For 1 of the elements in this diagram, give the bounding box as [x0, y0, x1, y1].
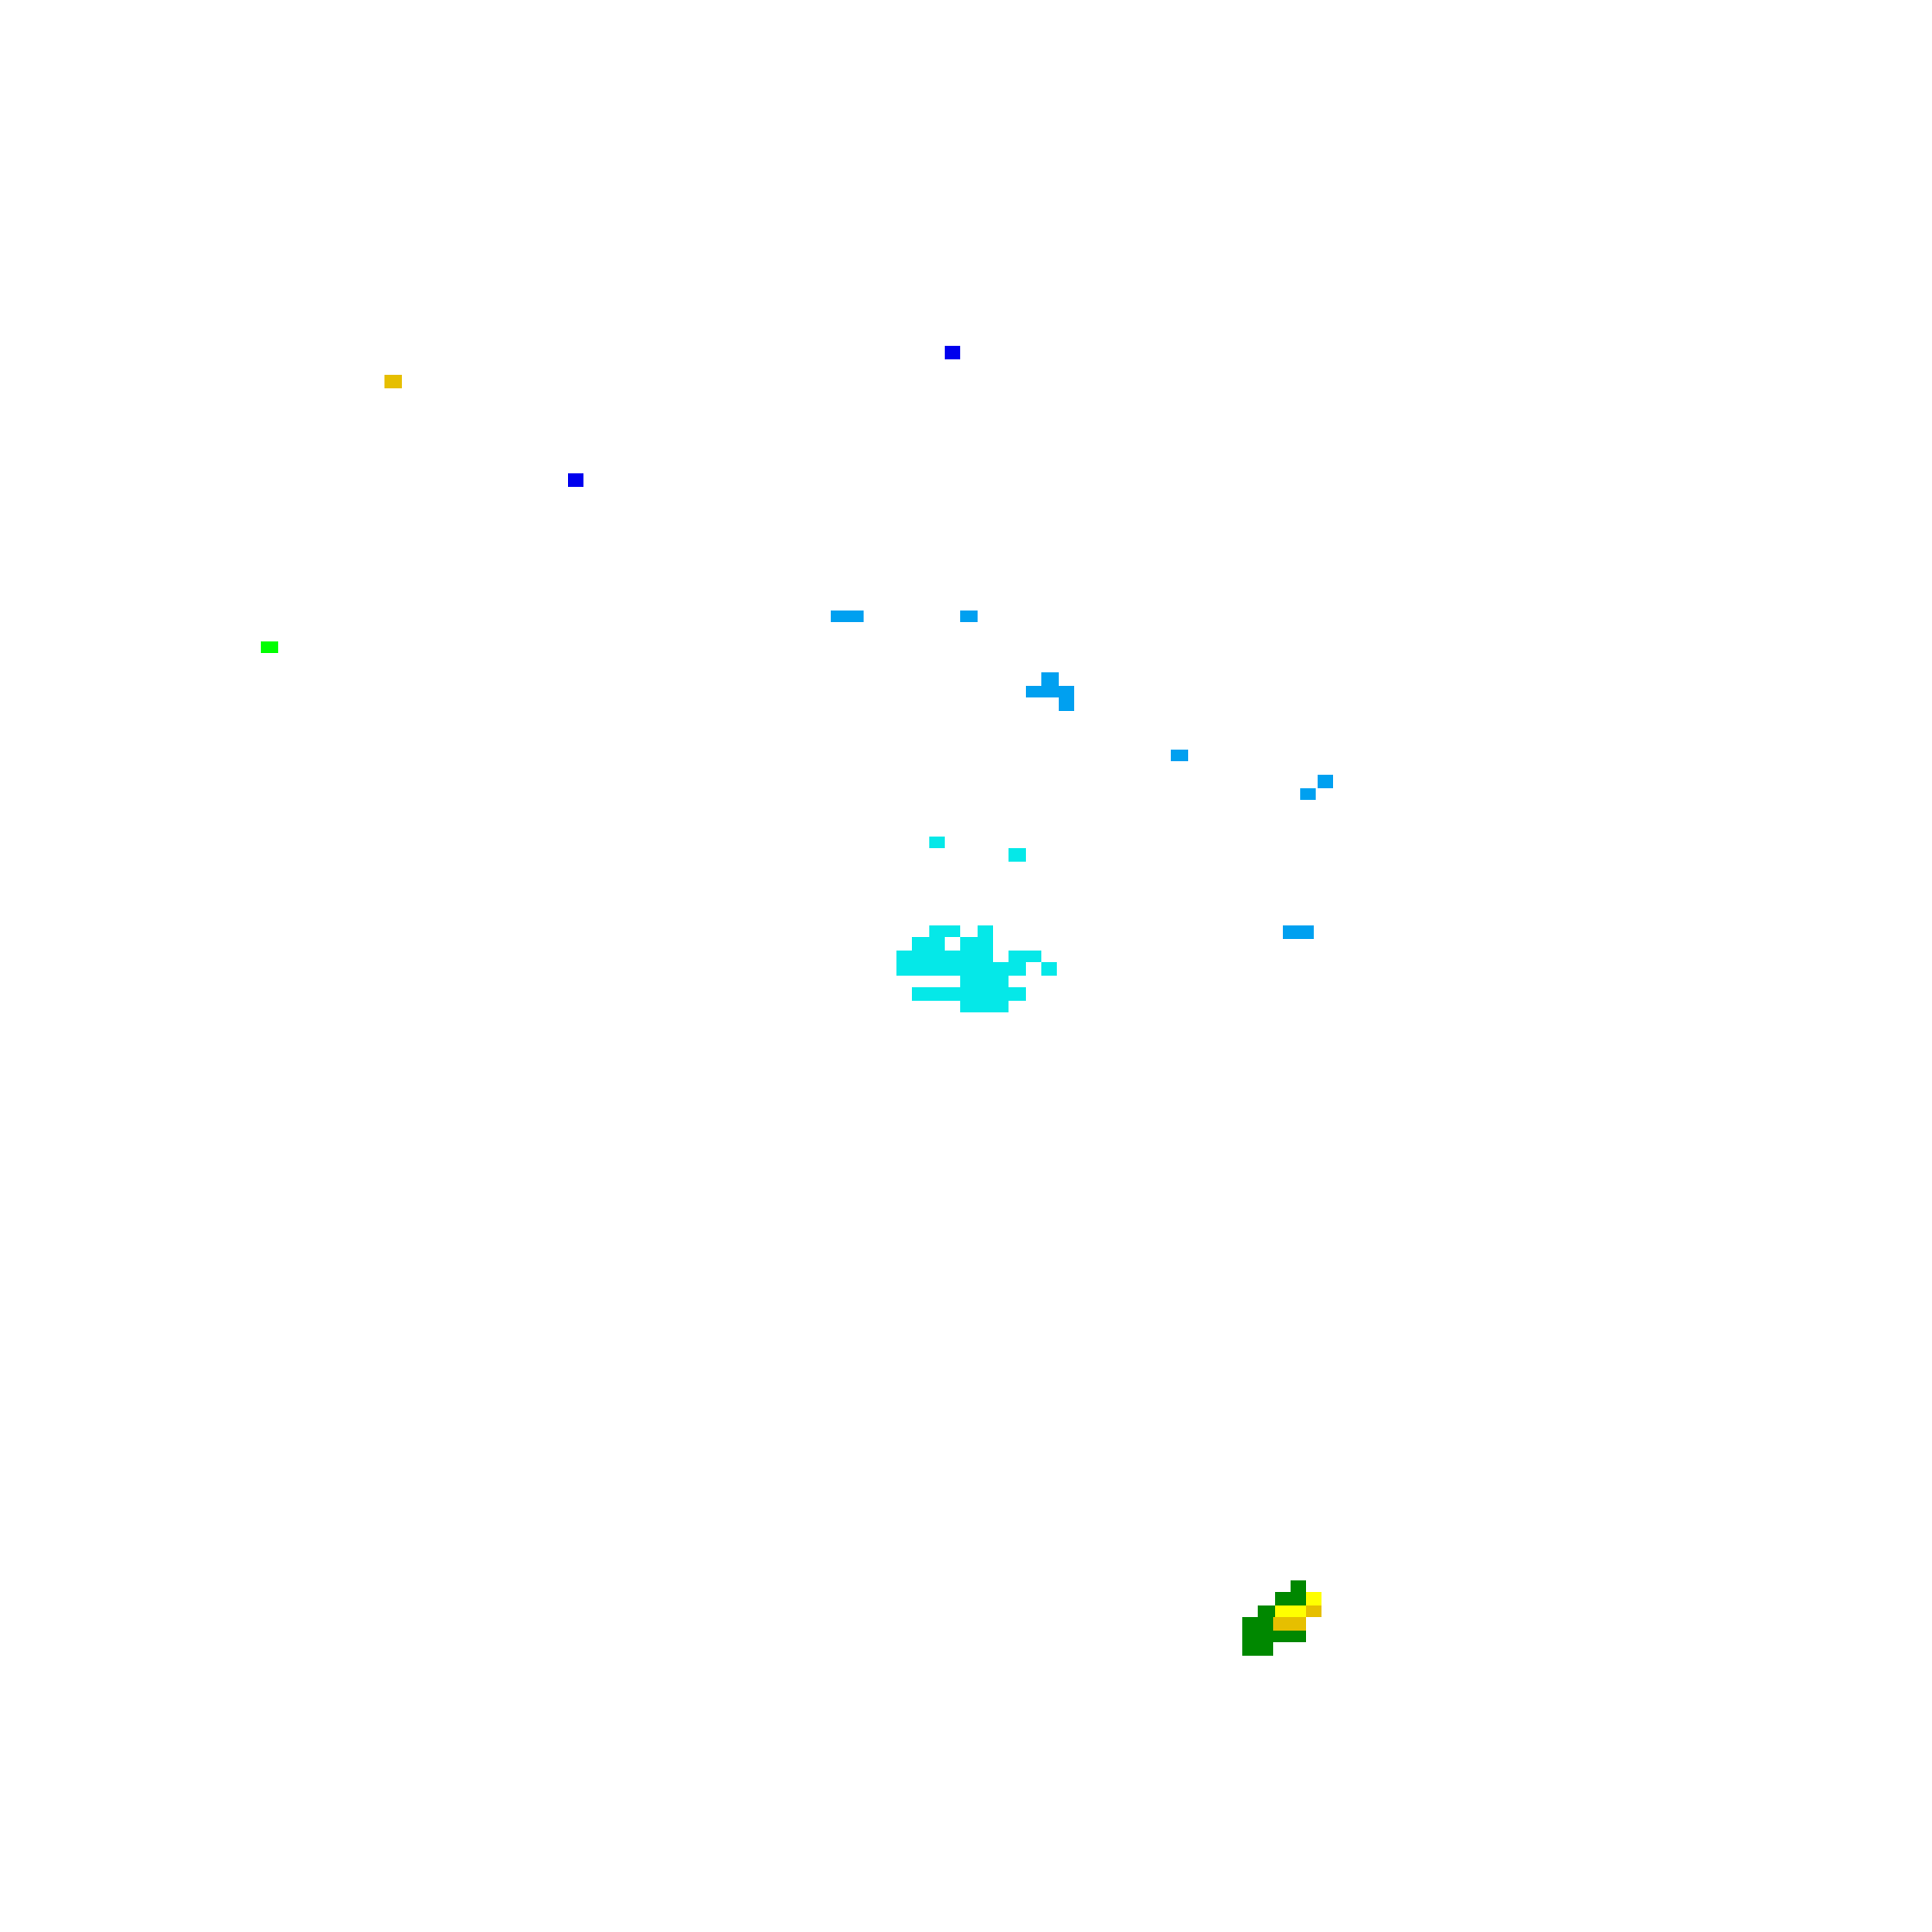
pixel-cluster-drawing	[261, 346, 1333, 1657]
